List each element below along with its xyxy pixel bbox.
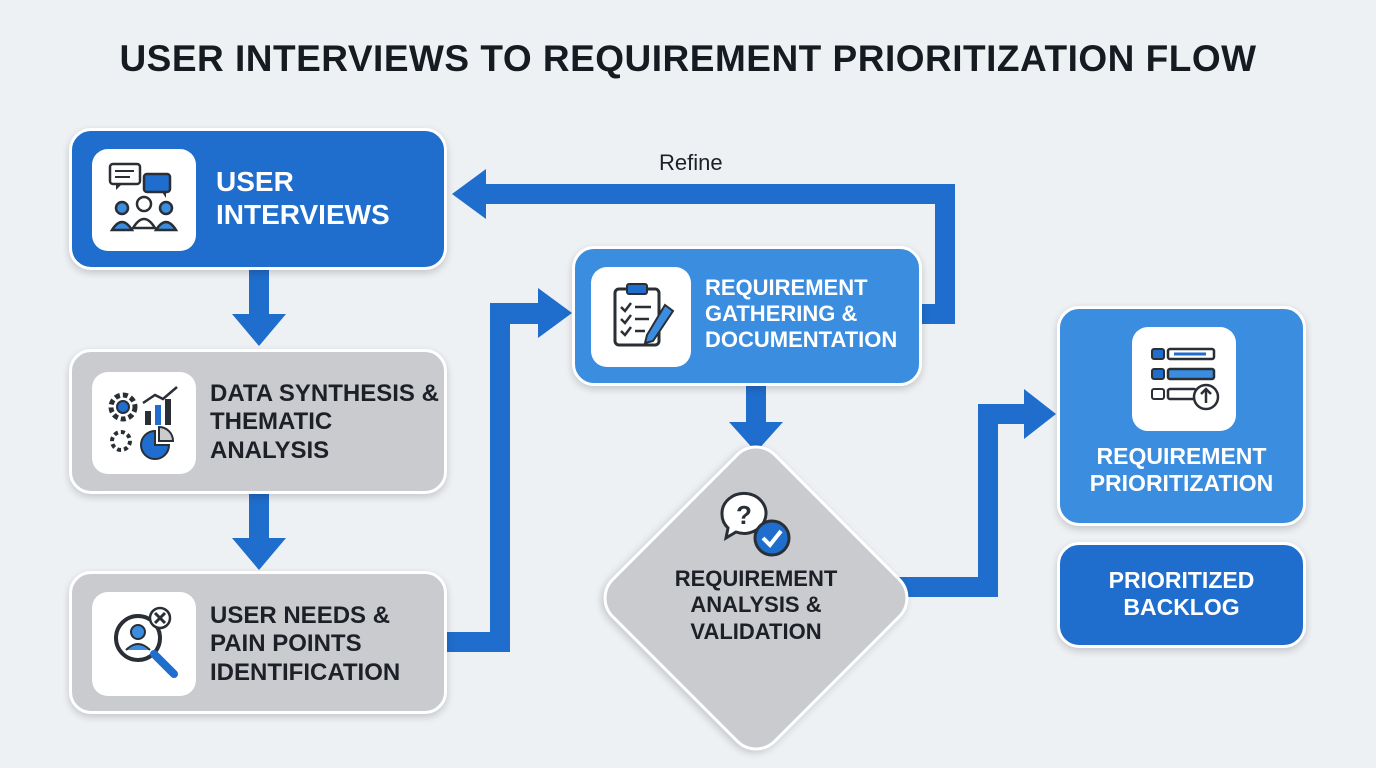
refine-label: Refine (659, 150, 723, 175)
arrow-gathering-to-analysis-shaft (746, 386, 766, 426)
node-prioritized-backlog: PRIORITIZED BACKLOG (1057, 542, 1306, 648)
arrow-refine-path (484, 184, 955, 324)
arrow-analysis-to-prioritization-head (1024, 389, 1056, 439)
clipboard-icon (591, 267, 691, 367)
node-prioritized-backlog-label: PRIORITIZED BACKLOG (1108, 567, 1255, 621)
arrow-refine-head (452, 169, 486, 219)
node-user-needs-label: USER NEEDS & PAIN POINTS IDENTIFICATION (210, 602, 401, 686)
arrow-interviews-to-synthesis-head (232, 314, 286, 346)
arrow-interviews-to-synthesis-shaft (249, 270, 269, 316)
interview-icon (92, 149, 196, 251)
node-data-synthesis-label: DATA SYNTHESIS & THEMATIC ANALYSIS (210, 380, 439, 464)
node-user-interviews: USER INTERVIEWS (69, 128, 447, 270)
node-user-needs: USER NEEDS & PAIN POINTS IDENTIFICATION (69, 571, 447, 714)
analytics-icon (92, 372, 196, 474)
svg-text:?: ? (736, 500, 752, 530)
node-requirement-prioritization-label: REQUIREMENT PRIORITIZATION (1089, 443, 1274, 497)
priority-list-icon (1132, 327, 1236, 431)
arrow-needs-to-gathering-path (446, 303, 540, 652)
search-user-icon (92, 592, 196, 696)
arrow-needs-to-gathering-head (538, 288, 572, 338)
node-requirement-analysis-label: REQUIREMENT ANALYSIS & VALIDATION (674, 566, 838, 644)
node-requirement-gathering-label: REQUIREMENT GATHERING & DOCUMENTATION (705, 275, 898, 352)
node-requirement-prioritization: REQUIREMENT PRIORITIZATION (1057, 306, 1306, 526)
arrow-synthesis-to-needs-shaft (249, 494, 269, 540)
node-requirement-gathering: REQUIREMENT GATHERING & DOCUMENTATION (572, 246, 922, 386)
diagram-title: USER INTERVIEWS TO REQUIREMENT PRIORITIZ… (119, 38, 1257, 79)
arrow-synthesis-to-needs-head (232, 538, 286, 570)
arrow-gathering-to-analysis-head (729, 422, 783, 452)
arrow-analysis-to-prioritization-path (896, 404, 1026, 597)
node-user-interviews-label: USER INTERVIEWS (216, 166, 390, 231)
question-check-icon: ? (714, 490, 798, 562)
node-data-synthesis: DATA SYNTHESIS & THEMATIC ANALYSIS (69, 349, 447, 494)
